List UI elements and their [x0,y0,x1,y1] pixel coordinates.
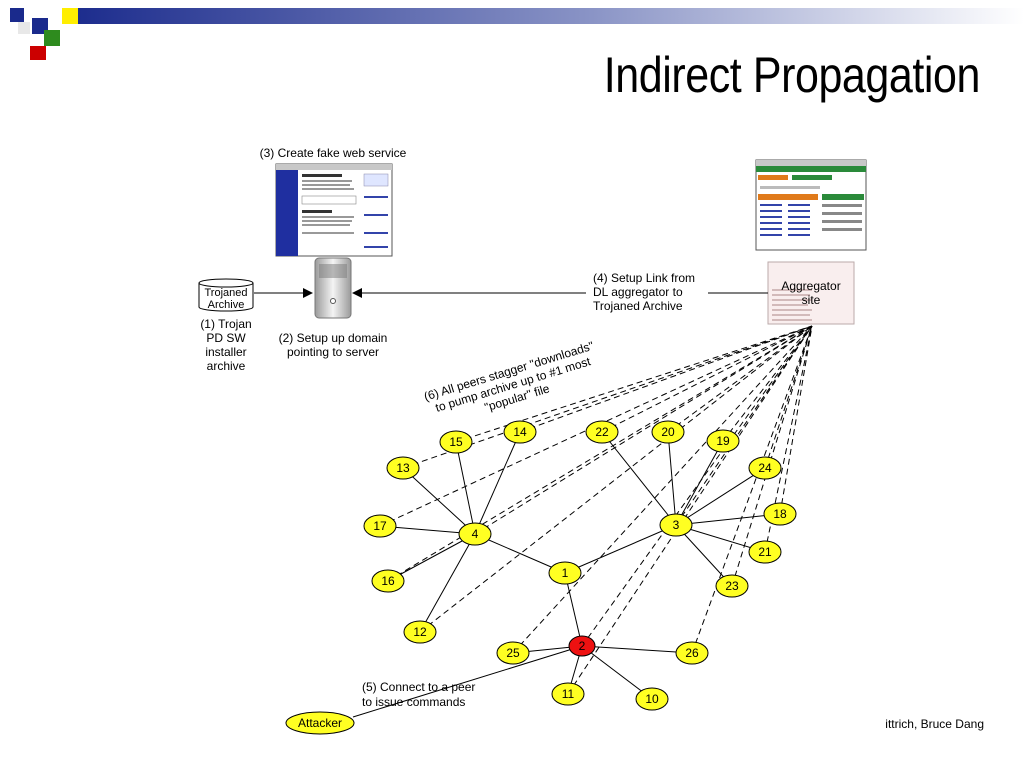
peer-nodes: 15 14 13 17 16 12 4 22 20 19 24 18 21 23… [363,420,797,711]
trojaned-archive-label: Trojaned [204,287,247,299]
peer-node: 4 [458,522,492,546]
step4-label: DL aggregator to [593,285,683,299]
peer-node: 25 [496,641,530,665]
peer-node: 24 [748,456,782,480]
step5-label: to issue commands [362,695,465,709]
peer-node: 16 [371,569,405,593]
peer-node-label: 18 [773,507,787,521]
peer-node: 17 [363,514,397,538]
trojaned-archive-icon: Trojaned Archive [198,278,254,312]
peer-node-label: 23 [725,579,739,593]
peer-node-label: 2 [579,639,586,653]
step3-label: (3) Create fake web service [260,146,407,160]
footer-credit: ittrich, Bruce Dang [885,717,984,731]
peer-node-label: 25 [506,646,520,660]
peer-node-label: 11 [562,687,575,701]
slide-decoration [10,8,1024,60]
peer-node-label: 15 [449,435,463,449]
step5-label: (5) Connect to a peer [362,680,475,694]
step1-label: archive [207,359,246,373]
fake-website-thumbnail [275,163,393,257]
peer-node-label: 1 [562,566,569,580]
trojaned-archive-label: Archive [208,299,245,311]
aggregator-site-label: site [802,293,821,307]
peer-node: 10 [635,687,669,711]
step2-label: (2) Setup up domain [279,331,388,345]
peer-node-label: 26 [685,646,699,660]
peer-node: 22 [585,420,619,444]
aggregator-site-label: Aggregator [781,279,840,293]
download-lines [379,325,813,695]
peer-node-label: 13 [396,461,410,475]
peer-node-label: 10 [645,692,659,706]
peer-node: 14 [503,420,537,444]
peer-node-label: 22 [595,425,609,439]
peer-node: 12 [403,620,437,644]
peer-node-label: 24 [758,461,772,475]
peer-node: 23 [715,574,749,598]
peer-node: 18 [763,502,797,526]
aggregator-website-thumbnail [755,159,867,251]
peer-node: 13 [386,456,420,480]
peer-node: 19 [706,429,740,453]
peer-node: 26 [675,641,709,665]
peer-node: 20 [651,420,685,444]
step2-label: pointing to server [287,345,379,359]
step4-label: Trojaned Archive [593,299,683,313]
peer-node-label: 4 [472,527,479,541]
peer-node-label: 3 [673,518,680,532]
step1-label: PD SW [206,331,246,345]
peer-node: 21 [748,540,782,564]
peer-node-label: 17 [373,519,387,533]
peer-node: 1 [548,561,582,585]
attacker-label: Attacker [298,716,342,730]
peer-node-label: 16 [381,574,395,588]
aggregator-site-icon: Aggregator site [767,261,855,325]
step1-label: (1) Trojan [200,317,251,331]
compromised-peer-node: 2 [568,635,596,657]
slide-title: Indirect Propagation [603,47,981,103]
peer-node-label: 19 [716,434,730,448]
peer-node-label: 20 [661,425,675,439]
server-icon [314,257,352,319]
step4-label: (4) Setup Link from [593,271,695,285]
peer-node: 11 [551,682,585,706]
peer-node: 3 [659,513,693,537]
peer-node: 15 [439,430,473,454]
attacker-node: Attacker [285,711,355,735]
peer-node-label: 14 [513,425,527,439]
step1-label: installer [205,345,246,359]
peer-node-label: 21 [758,545,772,559]
peer-node-label: 12 [413,625,427,639]
